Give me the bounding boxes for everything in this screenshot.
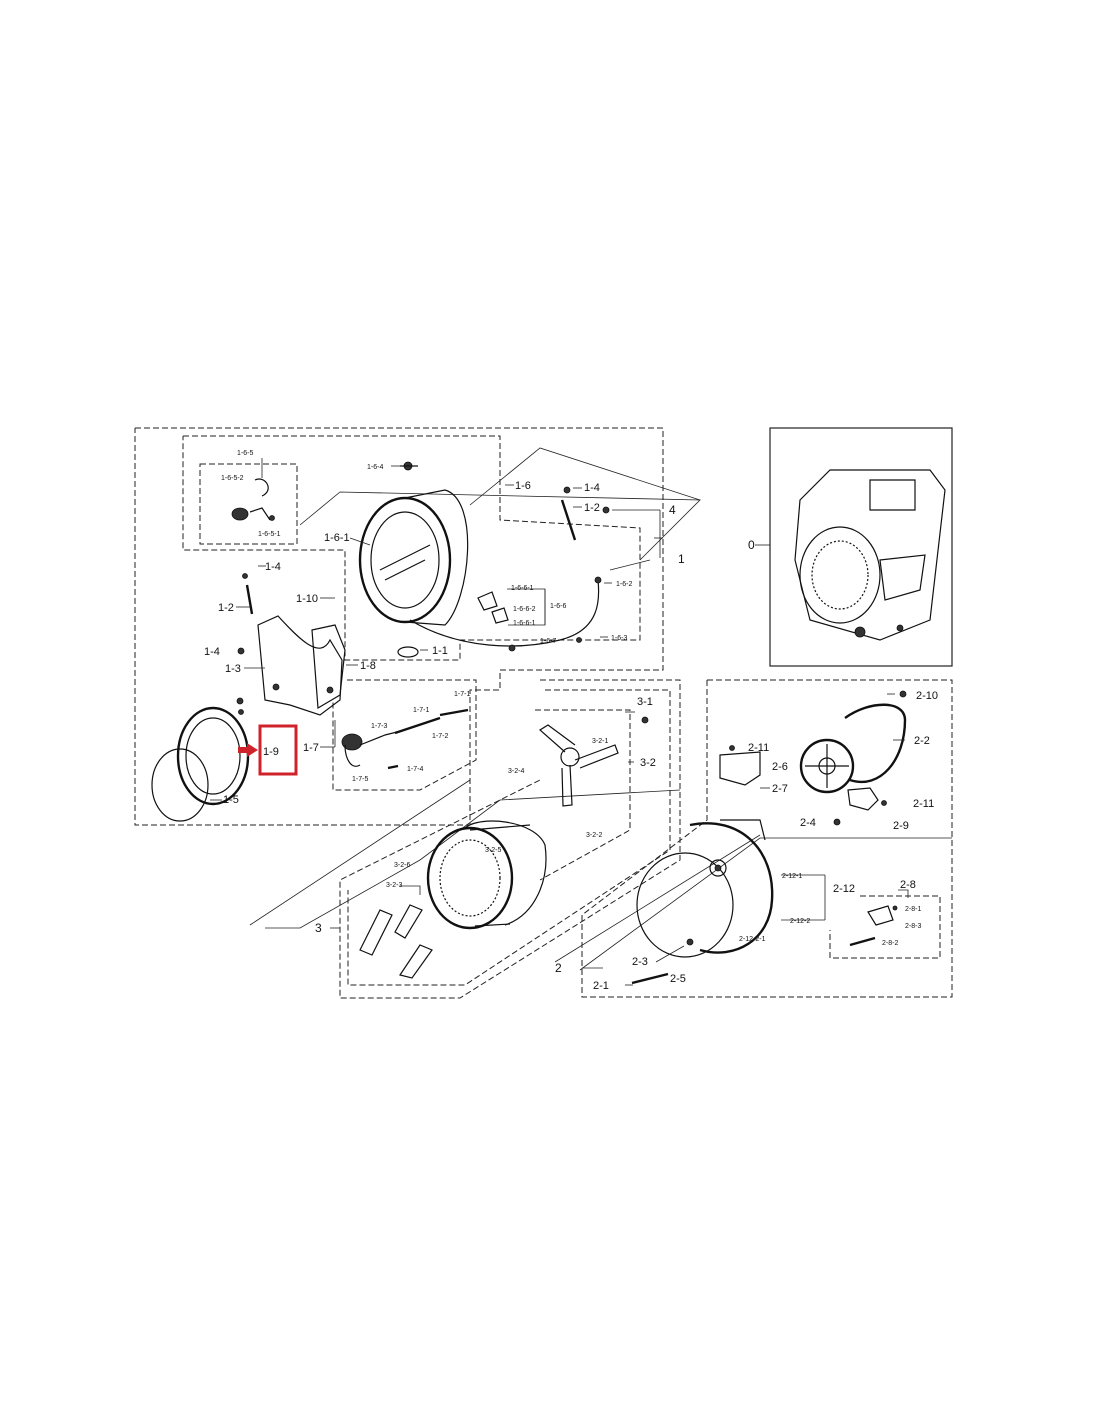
label-1-7-2: 1-7-2 [432, 733, 448, 740]
drum-illustration [426, 820, 547, 930]
label-1-2-a: 1-2 [584, 502, 600, 514]
label-1-6-7: 1-6-7 [540, 638, 556, 645]
label-4: 4 [669, 503, 676, 517]
label-1-10: 1-10 [296, 593, 318, 605]
label-1-6-5-2: 1-6-5-2 [221, 475, 244, 482]
label-1-2-b: 1-2 [218, 602, 234, 614]
label-1-6-2: 1-6-2 [616, 581, 632, 588]
label-1-1: 1-1 [432, 645, 448, 657]
label-1-6-5-1: 1-6-5-1 [258, 531, 281, 538]
label-2-12-2: 2-12-2 [790, 918, 810, 925]
complete-assembly-frame [769, 427, 953, 667]
label-2-8-3: 2-8-3 [905, 923, 921, 930]
label-1-4-a: 1-4 [584, 482, 600, 494]
label-1-5: 1-5 [223, 794, 239, 806]
label-1-3: 1-3 [225, 663, 241, 675]
label-2-9: 2-9 [893, 820, 909, 832]
label-1-7-5: 1-7-5 [352, 776, 368, 783]
motor-parts [719, 745, 887, 826]
label-3-2-1: 3-2-1 [592, 738, 608, 745]
label-2-8-1: 2-8-1 [905, 906, 921, 913]
label-2-11-b: 2-11 [913, 798, 934, 810]
label-1-6-6: 1-6-6 [550, 603, 566, 610]
label-1-7-3: 1-7-3 [371, 723, 387, 730]
label-2-11-a: 2-11 [748, 742, 769, 754]
label-1-4-b: 1-4 [265, 561, 281, 573]
highlight-arrow-icon [238, 743, 258, 757]
hose-and-sensors [397, 576, 602, 658]
label-1-7-4: 1-7-4 [407, 766, 423, 773]
label-1-6-1: 1-6-1 [324, 532, 350, 544]
label-3-2: 3-2 [640, 757, 656, 769]
label-2-4: 2-4 [800, 817, 816, 829]
label-1-6-3: 1-6-3 [611, 635, 627, 642]
dispenser-hose-parts [231, 478, 275, 521]
lifter-parts [359, 904, 433, 979]
label-2-8: 2-8 [900, 879, 916, 891]
label-3-2-6: 3-2-6 [394, 862, 410, 869]
label-1-4-c: 1-4 [204, 646, 220, 658]
label-2: 2 [555, 961, 562, 975]
label-2-1: 2-1 [593, 980, 609, 992]
label-2-3: 2-3 [632, 956, 648, 968]
drum-spider-illustration [538, 716, 649, 807]
assembly-leader-lines [249, 447, 952, 971]
drain-pump-parts [341, 708, 469, 770]
label-2-12-2-1: 2-12-2-1 [739, 936, 766, 943]
complete-assembly-illustration [755, 469, 946, 641]
label-1: 1 [678, 552, 685, 566]
label-3-2-2: 3-2-2 [586, 832, 602, 839]
label-2-12: 2-12 [833, 883, 855, 895]
label-1-7-1-b: 1-7-1 [413, 707, 429, 714]
label-1-7-1-a: 1-7-1 [454, 691, 470, 698]
label-2-6: 2-6 [772, 761, 788, 773]
highlight-box-1-9 [258, 724, 298, 776]
label-2-10: 2-10 [916, 690, 938, 702]
label-2-2: 2-2 [914, 735, 930, 747]
label-1-6: 1-6 [515, 480, 531, 492]
pulley-and-belt [799, 690, 907, 794]
label-2-12-1: 2-12-1 [782, 873, 802, 880]
label-1-6-6-1-b: 1-6-6-1 [513, 620, 536, 627]
front-tub-illustration [358, 489, 469, 626]
label-2-5: 2-5 [670, 973, 686, 985]
label-1-6-4: 1-6-4 [367, 464, 383, 471]
shock-absorber-parts [242, 461, 610, 615]
front-brackets [236, 615, 346, 716]
heater-parts [631, 905, 898, 985]
group-2-border [581, 679, 953, 998]
label-1-6-5: 1-6-5 [237, 450, 253, 457]
label-1-7: 1-7 [303, 742, 319, 754]
label-1-8: 1-8 [360, 660, 376, 672]
label-3: 3 [315, 921, 322, 935]
label-1-6-6-2: 1-6-6-2 [513, 606, 536, 613]
group-3-border [339, 679, 681, 999]
bracket-ticks [400, 588, 909, 898]
label-3-2-3: 3-2-3 [386, 882, 402, 889]
label-0: 0 [748, 538, 755, 552]
label-leader-ticks [210, 458, 905, 986]
label-2-7: 2-7 [772, 783, 788, 795]
label-2-8-2: 2-8-2 [882, 940, 898, 947]
label-1-6-6-1-a: 1-6-6-1 [511, 585, 534, 592]
label-3-2-4: 3-2-4 [508, 768, 524, 775]
part-labels: 0 1 2 3 4 1-1 1-2 1-2 1-3 1-4 1-4 1-4 1-… [204, 450, 938, 992]
label-3-2-5: 3-2-5 [485, 847, 501, 854]
rear-tub-illustration [636, 819, 774, 958]
label-1-9: 1-9 [263, 746, 279, 758]
label-3-1: 3-1 [637, 696, 653, 708]
